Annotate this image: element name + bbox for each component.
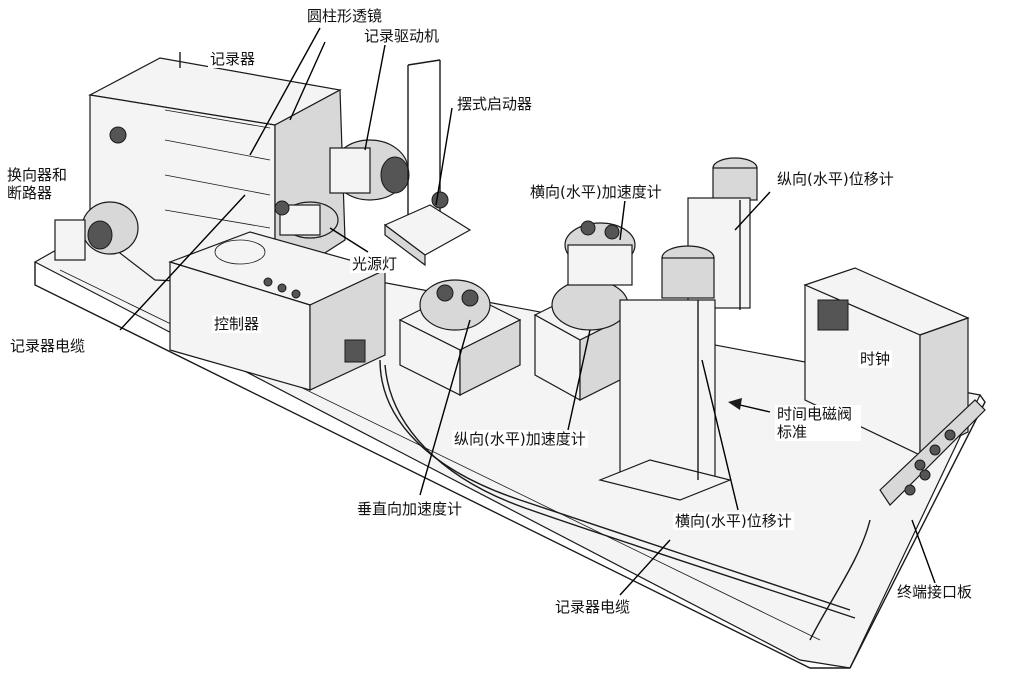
label-transverse-displacement: 横向(水平)位移计 bbox=[673, 512, 794, 530]
transverse-displacement-meter bbox=[598, 245, 732, 501]
recorder-drive-motor bbox=[329, 139, 410, 201]
label-transverse-accelerometer: 横向(水平)加速度计 bbox=[528, 183, 664, 201]
label-time-solenoid: 时间电磁阀标准 bbox=[775, 405, 861, 441]
light-source-lamp bbox=[274, 200, 339, 239]
leader-lines bbox=[119, 27, 936, 596]
label-clock: 时钟 bbox=[858, 350, 893, 368]
terminal-panel bbox=[879, 399, 986, 506]
label-terminal-panel: 终端接口板 bbox=[895, 583, 975, 601]
label-longitudinal-accelerometer: 纵向(水平)加速度计 bbox=[452, 430, 588, 448]
label-recorder: 记录器 bbox=[208, 50, 258, 68]
transverse-accelerometer bbox=[564, 220, 636, 286]
label-light-source: 光源灯 bbox=[350, 255, 400, 273]
label-controller: 控制器 bbox=[212, 315, 262, 333]
label-pendulum-starter: 摆式启动器 bbox=[455, 95, 535, 113]
label-recorder-drive: 记录驱动机 bbox=[362, 27, 442, 45]
label-vertical-accelerometer: 垂直向加速度计 bbox=[355, 500, 465, 518]
label-commutator-breaker: 换向器和断路器 bbox=[5, 166, 69, 202]
label-longitudinal-displacement: 纵向(水平)位移计 bbox=[775, 170, 896, 188]
label-recorder-cable-left: 记录器电缆 bbox=[8, 337, 88, 355]
cables bbox=[379, 359, 871, 641]
label-cylinder-lens: 圆柱形透镜 bbox=[305, 7, 385, 25]
vertical-accelerometer bbox=[398, 279, 522, 396]
commutator-breaker bbox=[54, 201, 139, 261]
label-recorder-cable-bottom: 记录器电缆 bbox=[553, 598, 633, 616]
